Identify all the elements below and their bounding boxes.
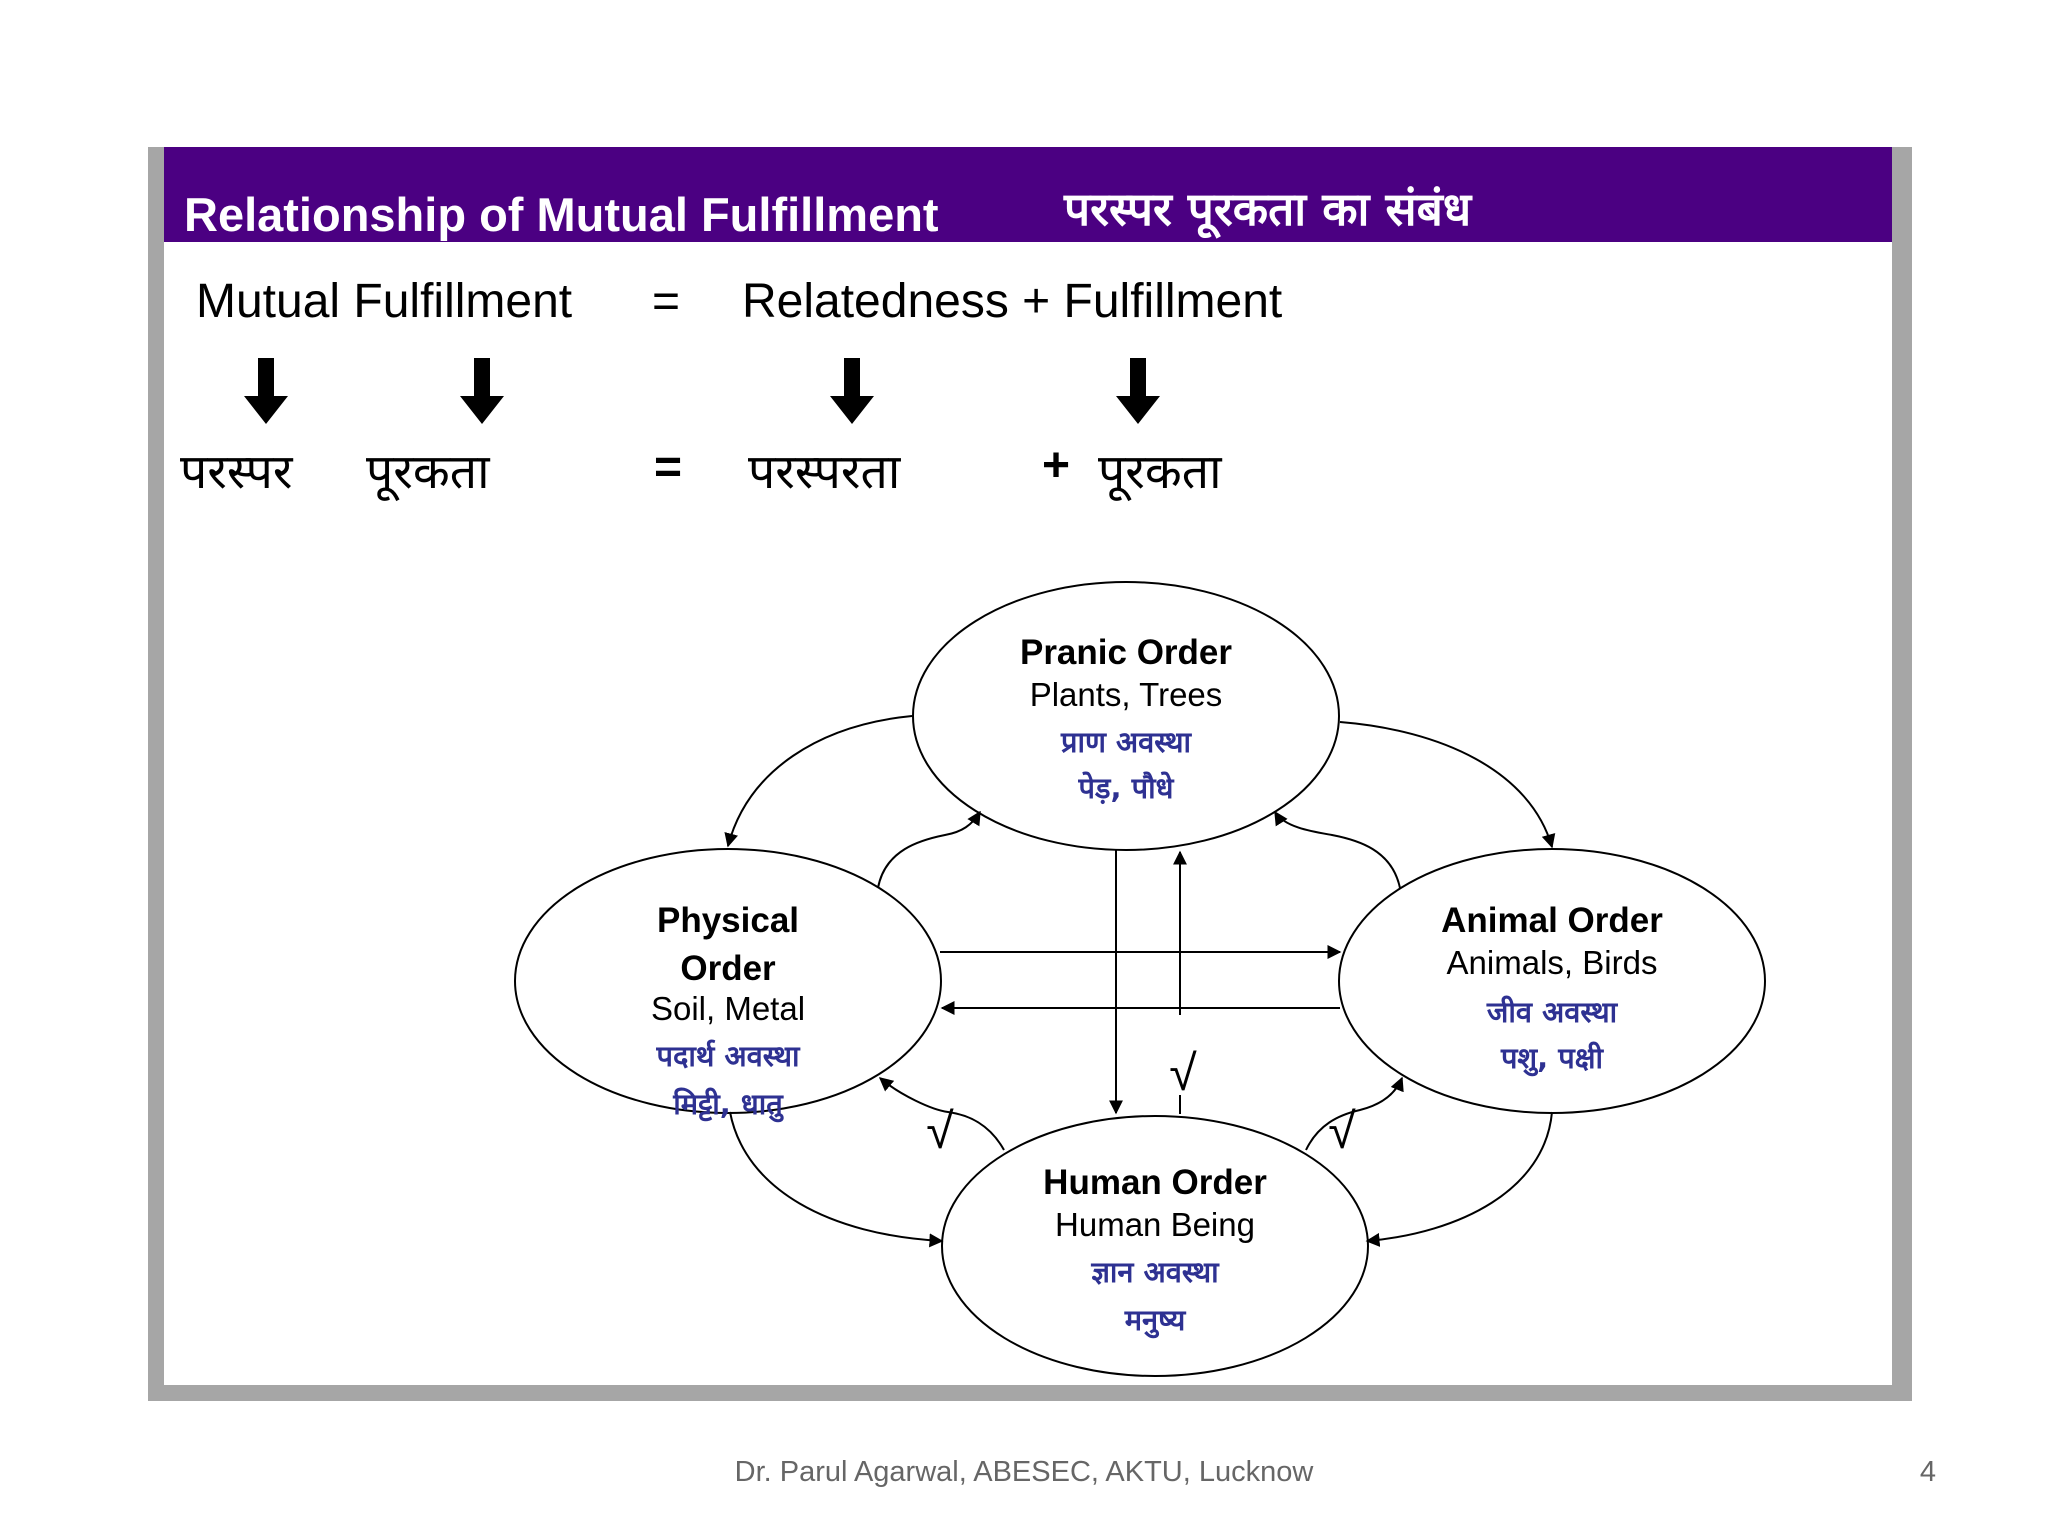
arrow-human-to-physical	[878, 1077, 1005, 1151]
check-mark-center: √	[1169, 1045, 1197, 1101]
animal-order-examples: Animals, Birds	[1447, 944, 1658, 981]
physical-order-hindi-examples: मिट्टी, धातु	[672, 1087, 784, 1123]
slide-title-hindi: परस्पर पूरकता का संबंध	[1064, 182, 1472, 236]
human-order-examples: Human Being	[1055, 1206, 1255, 1243]
hindi-word-parasparta: परस्परता	[748, 444, 901, 500]
human-order-title: Human Order	[1043, 1163, 1267, 1202]
arrow-pranic-to-animal	[1339, 721, 1556, 849]
human-order-hindi: ज्ञान अवस्था	[1090, 1255, 1220, 1289]
arrow-animal-to-human	[1365, 1111, 1553, 1247]
arrow-pranic-to-physical	[724, 715, 913, 848]
page-number: 4	[1919, 1456, 1936, 1488]
hindi-word-poorakta-2: पूरकता	[1098, 444, 1222, 500]
down-arrow-icon	[244, 358, 288, 424]
physical-order-hindi: पदार्थ अवस्था	[655, 1039, 801, 1073]
animal-order-hindi: जीव अवस्था	[1486, 995, 1619, 1029]
slide-title-english: Relationship of Mutual Fulfillment	[184, 188, 939, 241]
check-mark-left: √	[926, 1103, 954, 1159]
human-order-ellipse	[941, 1115, 1369, 1377]
hindi-equation-equals: =	[654, 441, 683, 494]
equation-right: Relatedness + Fulfillment	[742, 275, 1283, 328]
animal-order-title: Animal Order	[1441, 901, 1663, 940]
title-bar: Relationship of Mutual Fulfillment परस्प…	[164, 147, 1892, 242]
human-order-hindi-examples: मनुष्य	[1124, 1303, 1187, 1339]
check-mark-right: √	[1328, 1103, 1356, 1159]
down-arrow-icon	[830, 358, 874, 424]
physical-order-examples: Soil, Metal	[651, 990, 805, 1027]
arrow-human-to-animal	[1305, 1076, 1404, 1151]
physical-order-title-line2: Order	[680, 949, 776, 988]
footer-author: Dr. Parul Agarwal, ABESEC, AKTU, Lucknow	[734, 1456, 1314, 1488]
pranic-order-examples: Plants, Trees	[1030, 676, 1223, 713]
arrow-animal-to-pranic	[1274, 810, 1401, 889]
physical-order-ellipse	[514, 848, 942, 1114]
pranic-order-hindi-examples: पेड़, पौधे	[1078, 771, 1175, 805]
hindi-equation-plus: +	[1042, 439, 1071, 492]
hindi-word-paraspar: परस्पर	[180, 444, 293, 500]
down-arrow-icon	[1116, 358, 1160, 424]
arrow-physical-to-human	[729, 1111, 944, 1248]
arrow-physical-to-pranic	[877, 810, 981, 889]
pranic-order-title: Pranic Order	[1020, 633, 1232, 672]
equation-equals: =	[652, 275, 681, 328]
animal-order-hindi-examples: पशु, पक्षी	[1500, 1041, 1605, 1077]
physical-order-title-line1: Physical	[657, 901, 799, 940]
hindi-word-poorakta: पूरकता	[366, 444, 490, 500]
equation-left: Mutual Fulfillment	[196, 275, 573, 328]
pranic-order-hindi: प्राण अवस्था	[1060, 725, 1193, 759]
down-arrow-icon	[460, 358, 504, 424]
pranic-order-ellipse	[912, 581, 1340, 851]
